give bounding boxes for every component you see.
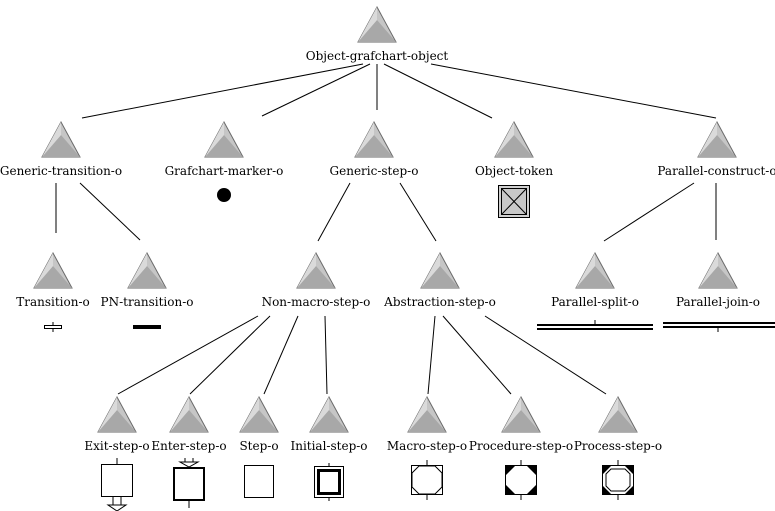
edge-ab-procedure [442, 315, 512, 395]
edge-gs-abstraction [399, 182, 437, 242]
node-label: Parallel-join-o [675, 295, 761, 309]
node-label: Non-macro-step-o [261, 295, 371, 309]
object-token-box-icon [498, 185, 530, 218]
step-box-icon [244, 465, 274, 498]
node-label: Object-token [474, 164, 554, 178]
edge-pc-split [603, 182, 695, 242]
edge-root-parallel-construct [430, 63, 717, 119]
edge-gt-pn-transition [79, 182, 141, 241]
node-label: Procedure-step-o [468, 439, 574, 453]
class-triangle-icon[interactable] [169, 396, 209, 433]
node-label: Generic-step-o [329, 164, 419, 178]
node-label: Exit-step-o [84, 439, 150, 453]
class-triangle-icon[interactable] [97, 396, 137, 433]
node-label: Initial-step-o [290, 439, 368, 453]
edge-nm-initial [324, 315, 328, 395]
edge-nm-step [263, 315, 299, 395]
node-label: Step-o [239, 439, 279, 453]
procedure-step-box-icon [505, 460, 537, 500]
class-triangle-icon[interactable] [501, 396, 541, 433]
class-triangle-icon[interactable] [309, 396, 349, 433]
node-label: Parallel-construct-o [657, 164, 775, 178]
parallel-split-bars-icon [537, 320, 653, 330]
node-label: Process-step-o [573, 439, 663, 453]
node-label: PN-transition-o [100, 295, 194, 309]
node-label: Object-grafchart-object [305, 49, 449, 63]
class-triangle-icon[interactable] [354, 121, 394, 158]
pn-transition-bar-icon [133, 325, 161, 329]
enter-step-box-icon [173, 458, 205, 508]
node-label: Parallel-split-o [551, 295, 639, 309]
class-triangle-icon[interactable] [494, 121, 534, 158]
parallel-join-bars-icon [663, 322, 775, 332]
node-label: Transition-o [16, 295, 90, 309]
edge-nm-enter [189, 315, 271, 395]
edge-ab-process [484, 315, 607, 395]
transition-bar-icon [44, 322, 62, 332]
class-triangle-icon[interactable] [127, 252, 167, 289]
class-triangle-icon[interactable] [598, 396, 638, 433]
node-label: Grafchart-marker-o [164, 164, 284, 178]
node-label: Macro-step-o [386, 439, 468, 453]
edge-gs-non-macro [317, 182, 351, 242]
macro-step-box-icon [411, 460, 443, 500]
class-triangle-icon[interactable] [204, 121, 244, 158]
class-triangle-icon[interactable] [575, 252, 615, 289]
marker-dot-icon [217, 188, 231, 202]
class-triangle-icon[interactable] [407, 396, 447, 433]
edge-root-grafchart-marker [261, 63, 371, 117]
edge-nm-exit [117, 315, 259, 395]
edge-root-generic-transition [81, 63, 364, 119]
process-step-box-icon [602, 460, 634, 500]
class-triangle-icon[interactable] [41, 121, 81, 158]
node-label: Generic-transition-o [0, 164, 123, 178]
class-triangle-icon[interactable] [357, 6, 397, 43]
exit-step-box-icon [101, 458, 133, 511]
initial-step-box-icon [314, 463, 344, 501]
edge-ab-macro [427, 315, 436, 395]
class-triangle-icon[interactable] [239, 396, 279, 433]
class-triangle-icon[interactable] [420, 252, 460, 289]
class-triangle-icon[interactable] [296, 252, 336, 289]
class-triangle-icon[interactable] [697, 121, 737, 158]
class-triangle-icon[interactable] [698, 252, 738, 289]
node-label: Abstraction-step-o [384, 295, 496, 309]
class-triangle-icon[interactable] [33, 252, 73, 289]
edge-root-object-token [383, 63, 493, 119]
node-label: Enter-step-o [151, 439, 227, 453]
